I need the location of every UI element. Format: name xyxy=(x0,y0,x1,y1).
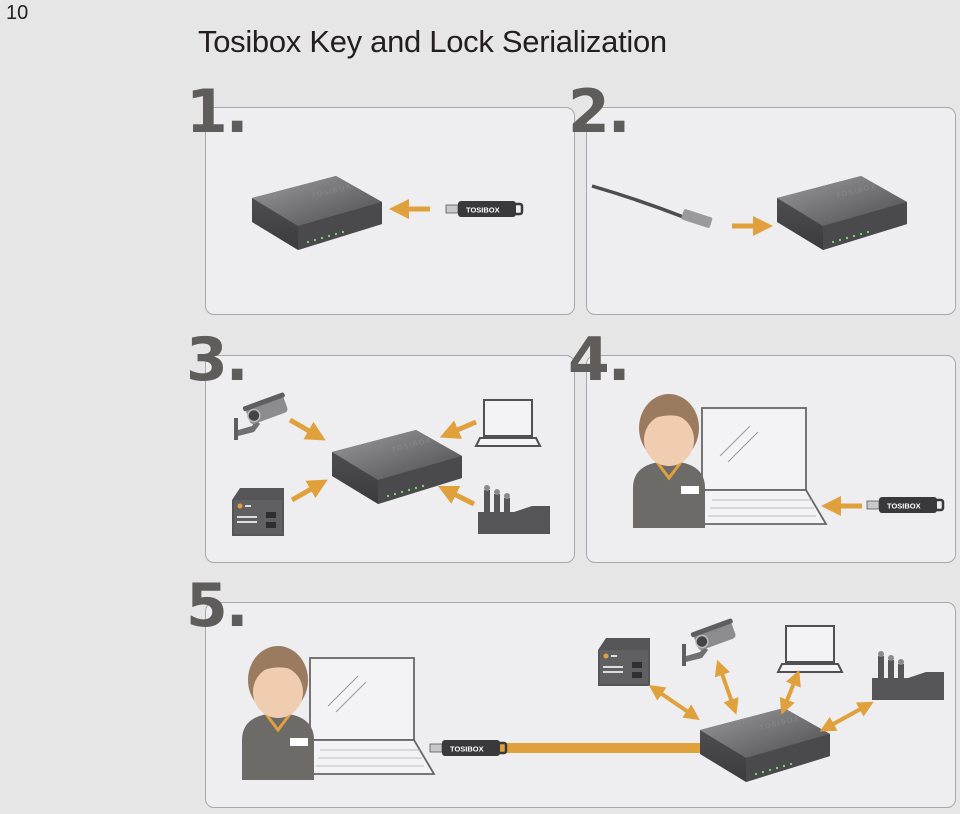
tosibox-lock-icon xyxy=(252,176,382,250)
page-title: Tosibox Key and Lock Serialization xyxy=(198,24,667,59)
tosibox-lock-icon xyxy=(700,708,830,782)
tosibox-key-icon xyxy=(428,738,508,758)
arrow-icon xyxy=(437,485,476,507)
step-1-number: 1. xyxy=(186,77,249,147)
security-camera-icon xyxy=(233,391,292,441)
step-2-number: 2. xyxy=(568,77,631,147)
person-icon xyxy=(631,392,707,530)
arrow-icon xyxy=(288,417,326,441)
factory-icon xyxy=(478,485,550,534)
arrow-icon xyxy=(290,479,328,503)
server-icon xyxy=(598,638,650,686)
network-cable-icon xyxy=(591,184,687,220)
tosibox-lock-icon xyxy=(777,176,907,250)
tosibox-lock-icon xyxy=(332,430,462,504)
bidirectional-arrow-icon xyxy=(779,669,801,715)
step-4-number: 4. xyxy=(568,325,631,395)
security-camera-icon xyxy=(681,617,740,667)
page-number: 10 xyxy=(6,2,29,24)
laptop-icon xyxy=(475,399,541,447)
laptop-icon xyxy=(777,625,843,673)
rj45-connector-icon xyxy=(681,209,713,228)
bidirectional-arrow-icon xyxy=(648,685,700,721)
laptop-icon xyxy=(687,407,827,525)
step-3-number: 3. xyxy=(186,325,249,395)
bidirectional-arrow-icon xyxy=(714,659,739,715)
arrow-icon xyxy=(439,419,477,439)
tosibox-key-icon xyxy=(444,199,524,219)
laptop-icon xyxy=(295,657,435,775)
factory-icon xyxy=(872,651,944,700)
bidirectional-arrow-icon xyxy=(819,701,874,732)
person-icon xyxy=(240,644,316,782)
tosibox-key-icon xyxy=(865,495,945,515)
step-5-number: 5. xyxy=(186,571,249,641)
server-icon xyxy=(232,488,284,536)
